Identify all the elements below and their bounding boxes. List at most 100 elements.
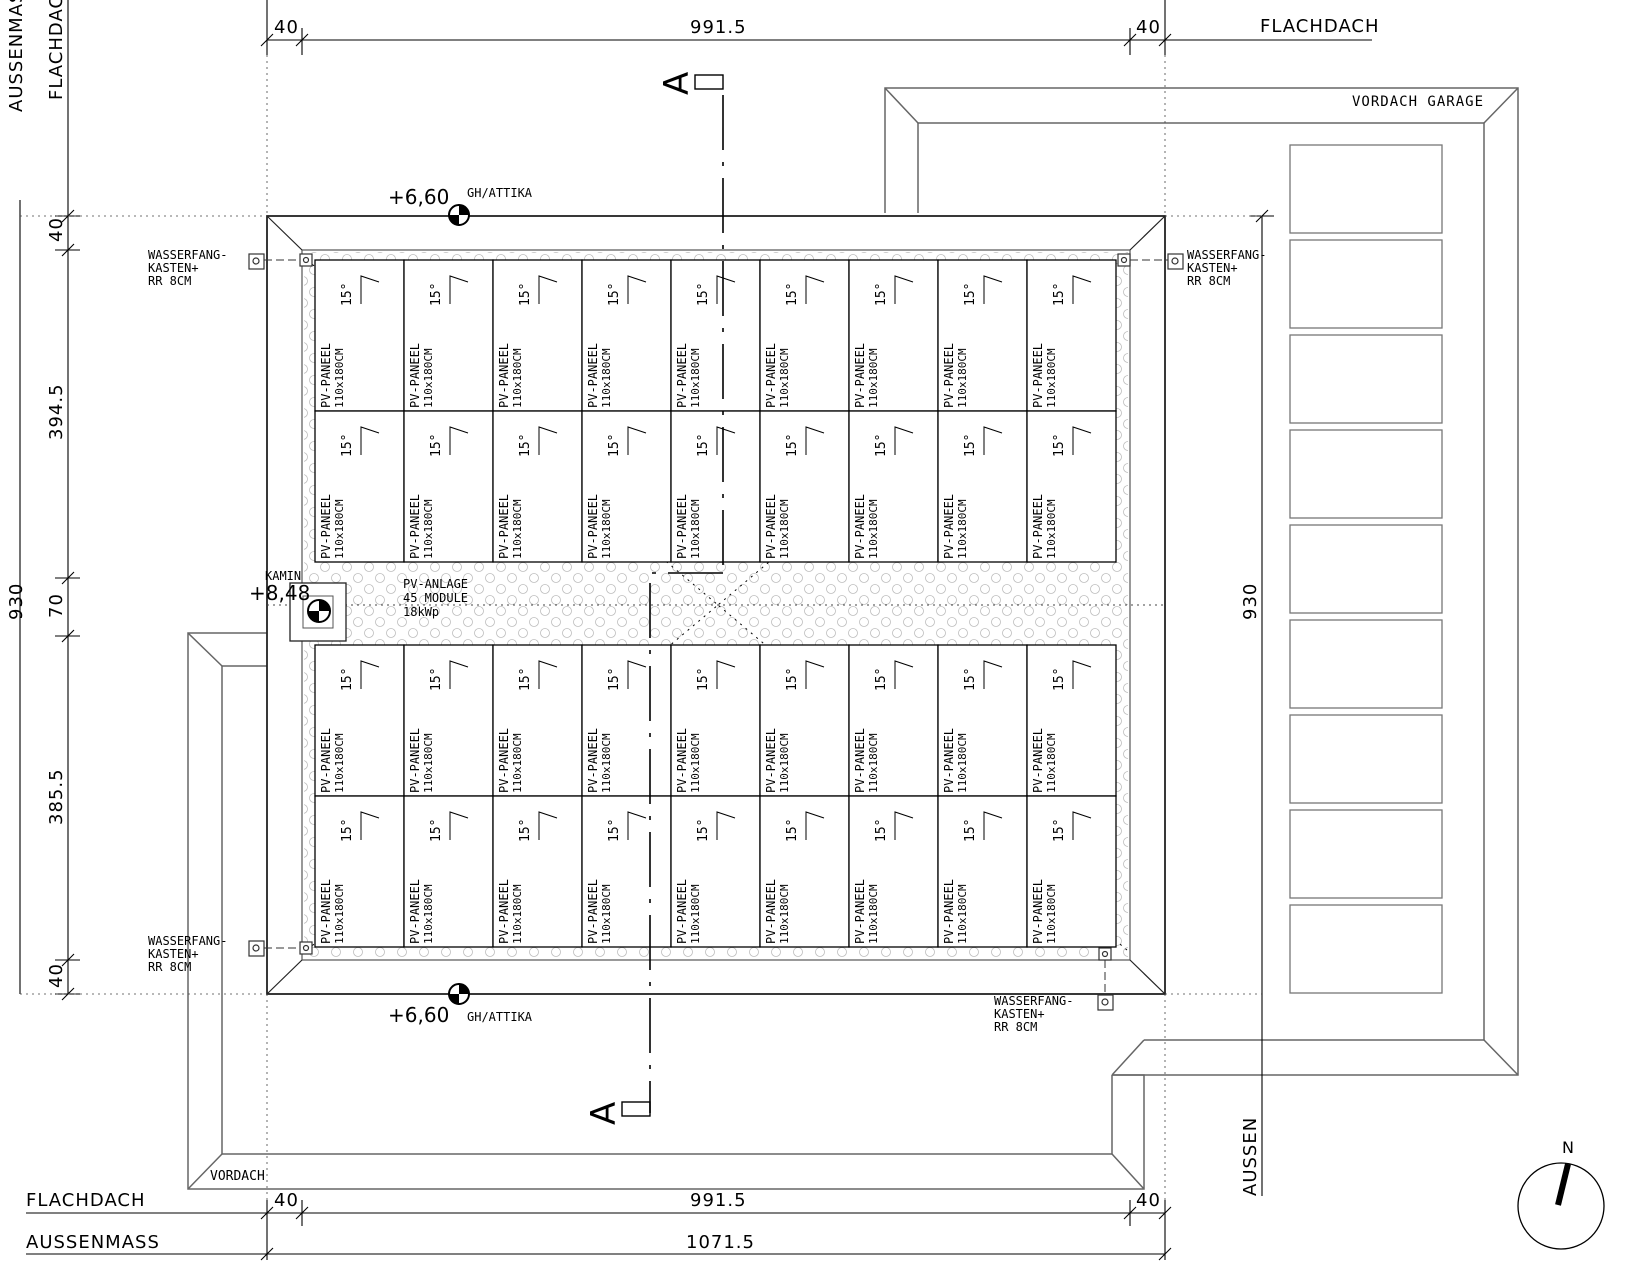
- tilt-angle-label: 15°: [963, 434, 978, 457]
- extension-lines: [20, 55, 1262, 1200]
- vordach-garage-outline: [884, 87, 1519, 1076]
- tilt-angle-label: 15°: [785, 819, 800, 842]
- panel-name-label: PV-PANEEL: [1031, 343, 1045, 408]
- panel-size-label: 110x180CM: [600, 348, 613, 408]
- panel-size-label: 110x180CM: [956, 348, 969, 408]
- tilt-angle-label: 15°: [429, 434, 444, 457]
- svg-text:RR 8CM: RR 8CM: [148, 960, 191, 974]
- level-marker-top: [448, 204, 470, 226]
- dim-left-flachdach: FLACHDACH: [46, 0, 67, 100]
- dim-left-40-bottom: 40: [46, 963, 67, 988]
- tilt-angle-label: 15°: [874, 434, 889, 457]
- tilt-angle-label: 15°: [696, 668, 711, 691]
- panel-name-label: PV-PANEEL: [319, 494, 333, 559]
- tilt-angle-label: 15°: [696, 434, 711, 457]
- panel-name-label: PV-PANEEL: [319, 879, 333, 944]
- panel-name-label: PV-PANEEL: [764, 494, 778, 559]
- panel-name-label: PV-PANEEL: [853, 494, 867, 559]
- panel-name-label: PV-PANEEL: [764, 728, 778, 793]
- panel-size-label: 110x180CM: [511, 348, 524, 408]
- dim-bottom-mid: 991.5: [690, 1190, 747, 1211]
- tilt-angle-label: 15°: [518, 283, 533, 306]
- dimension-lines: [19, 0, 1372, 1261]
- tilt-angle-label: 15°: [874, 283, 889, 306]
- drain-label-tl: WASSERFANG- KASTEN+ RR 8CM: [148, 248, 227, 288]
- tilt-angle-label: 15°: [607, 283, 622, 306]
- dim-left-40-top: 40: [46, 217, 67, 242]
- tilt-angle-label: 15°: [874, 819, 889, 842]
- dim-top-flachdach: FLACHDACH: [1260, 16, 1380, 37]
- tilt-angle-label: 15°: [340, 434, 355, 457]
- section-marker-bottom: A: [584, 1102, 624, 1125]
- tilt-angle-label: 15°: [1052, 283, 1067, 306]
- panel-name-label: PV-PANEEL: [764, 343, 778, 408]
- gh-attika-bottom: GH/ATTIKA: [467, 1010, 533, 1024]
- svg-text:KASTEN+: KASTEN+: [148, 261, 199, 275]
- panel-size-label: 110x180CM: [689, 884, 702, 944]
- panel-size-label: 110x180CM: [511, 499, 524, 559]
- tilt-angle-label: 15°: [1052, 434, 1067, 457]
- panel-name-label: PV-PANEEL: [586, 879, 600, 944]
- panel-size-label: 110x180CM: [956, 499, 969, 559]
- drain-label-br: WASSERFANG- KASTEN+ RR 8CM: [994, 994, 1073, 1034]
- panel-name-label: PV-PANEEL: [497, 879, 511, 944]
- tilt-angle-label: 15°: [696, 819, 711, 842]
- svg-text:WASSERFANG-: WASSERFANG-: [994, 994, 1073, 1008]
- tilt-angle-label: 15°: [696, 283, 711, 306]
- panel-name-label: PV-PANEEL: [675, 343, 689, 408]
- panel-size-label: 110x180CM: [778, 348, 791, 408]
- dim-bottom-total: 1071.5: [686, 1232, 755, 1253]
- panel-name-label: PV-PANEEL: [319, 728, 333, 793]
- drain-leaders: [264, 259, 1168, 995]
- panel-name-label: PV-PANEEL: [586, 343, 600, 408]
- panel-size-label: 110x180CM: [333, 499, 346, 559]
- svg-text:RR 8CM: RR 8CM: [994, 1020, 1037, 1034]
- tilt-angle-label: 15°: [785, 283, 800, 306]
- panel-size-label: 110x180CM: [867, 348, 880, 408]
- vordach-garage-label: VORDACH GARAGE: [1352, 94, 1484, 110]
- panel-size-label: 110x180CM: [422, 348, 435, 408]
- pv-info-line1: PV-ANLAGE: [403, 577, 468, 591]
- tilt-angle-label: 15°: [340, 819, 355, 842]
- drain-label-bl: WASSERFANG- KASTEN+ RR 8CM: [148, 934, 227, 974]
- tilt-angle-label: 15°: [607, 668, 622, 691]
- panel-size-label: 110x180CM: [333, 348, 346, 408]
- vordach-label: VORDACH: [210, 1169, 265, 1184]
- dim-top-40-left: 40: [274, 17, 299, 38]
- panel-size-label: 110x180CM: [867, 499, 880, 559]
- panel-name-label: PV-PANEEL: [586, 728, 600, 793]
- tilt-angle-label: 15°: [963, 819, 978, 842]
- panel-name-label: PV-PANEEL: [408, 494, 422, 559]
- drain-label-tr: WASSERFANG- KASTEN+ RR 8CM: [1187, 248, 1266, 288]
- panel-size-label: 110x180CM: [333, 884, 346, 944]
- panel-name-label: PV-PANEEL: [853, 343, 867, 408]
- dim-left-394: 394.5: [46, 383, 67, 440]
- panel-size-label: 110x180CM: [689, 499, 702, 559]
- svg-text:KASTEN+: KASTEN+: [1187, 261, 1238, 275]
- panel-name-label: PV-PANEEL: [942, 343, 956, 408]
- drain-symbols: [248, 253, 1184, 1011]
- panel-name-label: PV-PANEEL: [942, 879, 956, 944]
- tilt-angle-label: 15°: [429, 668, 444, 691]
- dim-bottom-flachdach: FLACHDACH: [26, 1190, 146, 1211]
- panel-name-label: PV-PANEEL: [408, 879, 422, 944]
- panel-size-label: 110x180CM: [689, 733, 702, 793]
- panel-name-label: PV-PANEEL: [675, 728, 689, 793]
